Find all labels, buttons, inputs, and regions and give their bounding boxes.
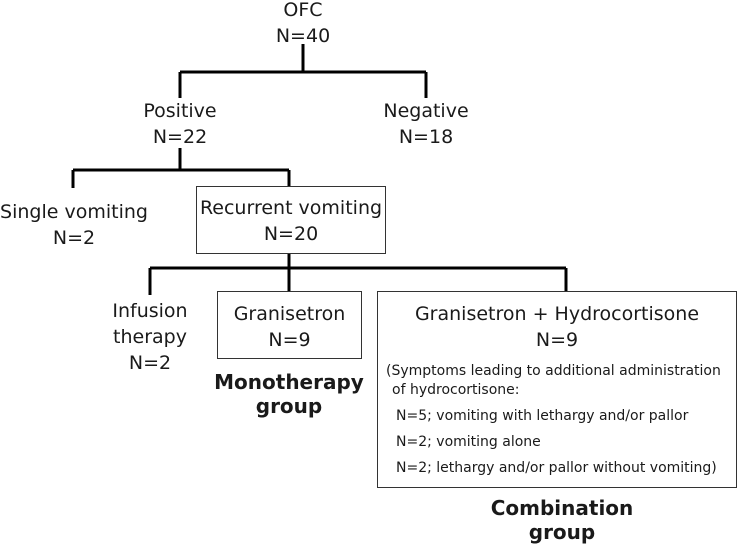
symptoms-item-1: N=5; vomiting with lethargy and/or pallo… [396,408,689,424]
monotherapy-group-line2: group [255,394,323,418]
node-combination-n: N=9 [535,329,579,351]
node-granisetron-label: Granisetron [233,303,346,325]
node-negative: Negative N=18 [366,98,486,150]
node-ofc-label: OFC [283,0,323,21]
node-infusion-n: N=2 [128,352,172,374]
symptoms-item-3: N=2; lethargy and/or pallor without vomi… [396,460,717,476]
monotherapy-group-label: Monotherapy group [214,370,364,418]
node-recurrent-vomiting: Recurrent vomiting N=20 [196,186,386,254]
node-recurrent-vomiting-n: N=20 [263,223,319,245]
node-positive-label: Positive [143,100,217,122]
symptoms-note-line2: of hydrocortisone: [392,382,520,398]
node-positive-n: N=22 [152,126,208,148]
node-single-vomiting-n: N=2 [52,227,96,249]
combination-group-label: Combination group [487,496,637,544]
node-recurrent-vomiting-label: Recurrent vomiting [199,197,383,219]
node-granisetron-n: N=9 [268,329,311,351]
node-granisetron-hydrocortisone: Granisetron + Hydrocortisone N=9 (Sympto… [377,291,737,488]
node-granisetron: Granisetron N=9 [217,291,362,359]
node-negative-label: Negative [383,100,469,122]
monotherapy-group-line1: Monotherapy [214,370,364,394]
node-single-vomiting: Single vomiting N=2 [0,199,150,251]
symptoms-item-2: N=2; vomiting alone [396,434,541,450]
combination-group-line2: group [528,520,596,544]
node-infusion-line1: Infusion [112,300,188,322]
node-infusion-line2: therapy [113,326,187,348]
node-positive: Positive N=22 [120,98,240,150]
node-negative-n: N=18 [398,126,454,148]
symptoms-note-line1: (Symptoms leading to additional administ… [386,363,721,379]
node-ofc: OFC N=40 [253,0,353,49]
node-infusion-therapy: Infusion therapy N=2 [95,298,205,376]
node-ofc-n: N=40 [275,25,331,47]
node-combination-label: Granisetron + Hydrocortisone [414,303,700,325]
node-single-vomiting-label: Single vomiting [0,201,148,223]
combination-group-line1: Combination [490,496,634,520]
